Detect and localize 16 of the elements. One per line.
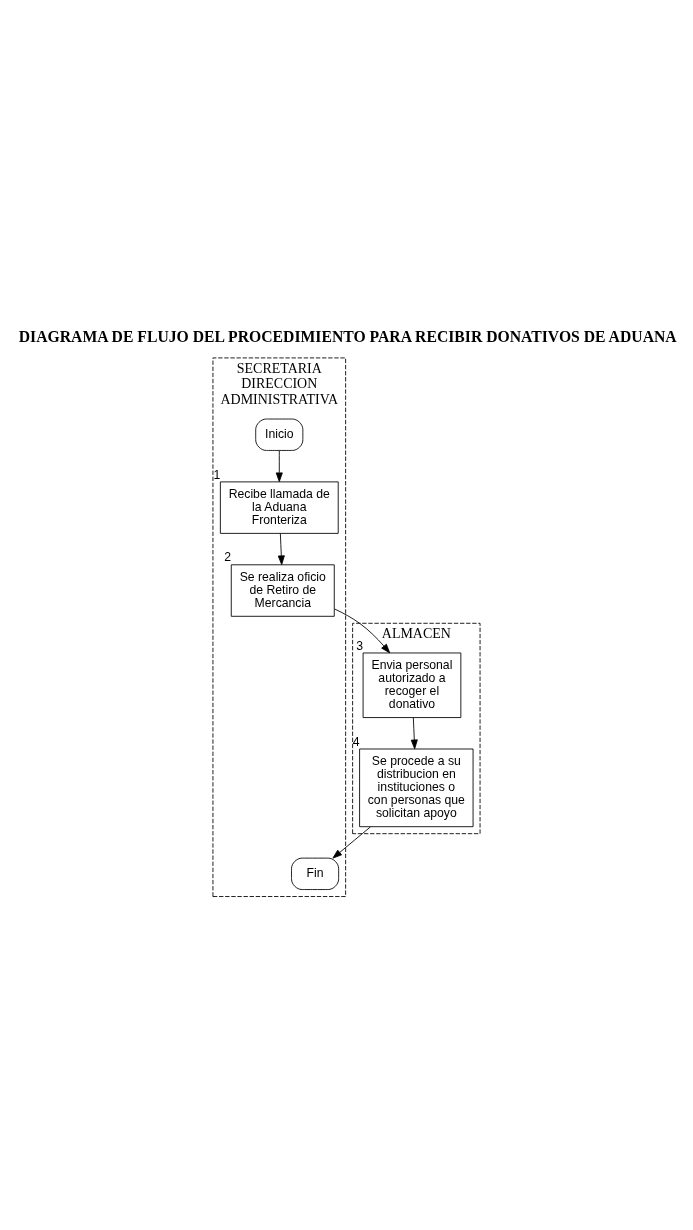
node-box: Recibe llamada de la Aduana Fronteriza — [219, 481, 339, 534]
node-box: Fin — [291, 857, 340, 890]
node-box: Inicio — [255, 418, 304, 451]
diagram-title: DIAGRAMA DE FLUJO DEL PROCEDIMIENTO PARA RECIBIR DONATIVOS DE ADUANA — [18, 327, 677, 345]
node-box: Envia personal autorizado a recoger el donativo — [362, 652, 462, 718]
arrow — [334, 608, 391, 654]
arrow — [275, 450, 283, 483]
arrow — [332, 826, 371, 859]
node-label: 2 — [224, 550, 232, 565]
arrow — [410, 717, 418, 750]
node-box: Se procede a su distribucion en instituciones o con personas que solicitan apoyo — [359, 748, 474, 828]
node-label: 3 — [356, 638, 363, 653]
node-box: Se realiza oficio de Retiro de Mercancia — [230, 564, 335, 617]
node-label: 1 — [213, 467, 221, 482]
node-label: 4 — [352, 734, 360, 749]
arrow — [277, 533, 285, 566]
